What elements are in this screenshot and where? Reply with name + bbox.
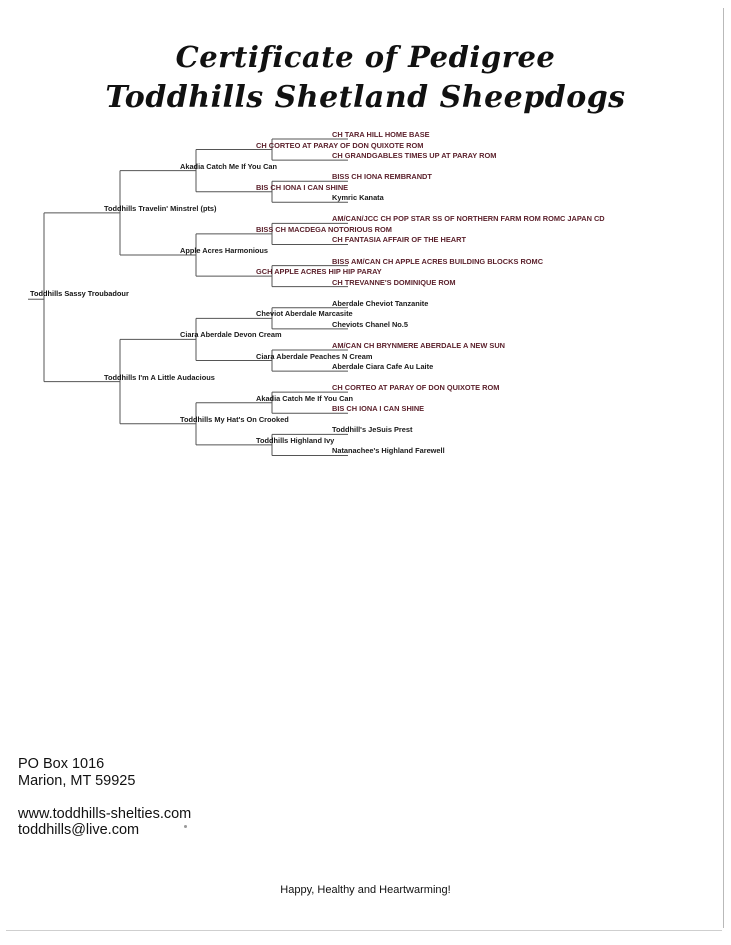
ancestor-root-sire-dam-sire-dam: CH FANTASIA AFFAIR OF THE HEART	[332, 235, 466, 245]
ancestor-root-sire-sire-sire-dam: CH GRANDGABLES TIMES UP AT PARAY ROM	[332, 151, 497, 161]
ancestor-root-sire-sire: Akadia Catch Me If You Can	[180, 161, 278, 171]
ancestor-root-dam-sire: Ciara Aberdale Devon Cream	[180, 330, 282, 340]
city-address: Marion, MT 59925	[18, 773, 136, 789]
page-border-bottom	[6, 930, 722, 931]
ancestor-root-dam-sire-dam-dam: Aberdale Ciara Cafe Au Laite	[332, 362, 434, 372]
footer-slogan: Happy, Healthy and Heartwarming!	[280, 884, 451, 896]
dog-name: Toddhills Sassy Troubadour	[30, 289, 129, 299]
ancestor-root-dam-sire-dam: Ciara Aberdale Peaches N Cream	[256, 351, 373, 361]
ancestor-root-sire-sire-sire-sire: CH TARA HILL HOME BASE	[332, 130, 430, 139]
ancestor-root-sire: Toddhills Travelin' Minstrel (pts)	[104, 203, 217, 213]
ancestor-root-dam: Toddhills I'm A Little Audacious	[104, 372, 215, 382]
ancestor-root-dam-dam-dam: Toddhills Highland Ivy	[256, 435, 335, 445]
ancestor-root-sire-sire-dam-sire: BISS CH IONA REMBRANDT	[332, 172, 432, 182]
ancestor-root-sire-dam-sire: BISS CH MACDEGA NOTORIOUS ROM	[256, 224, 392, 234]
ancestor-root-sire-sire-dam-dam: Kymric Kanata	[332, 193, 384, 203]
speck-mark	[184, 825, 187, 828]
ancestor-root-sire-dam-sire-sire: AM/CAN/JCC CH POP STAR SS OF NORTHERN FA…	[332, 214, 605, 224]
certificate-title: Certificate of Pedigree	[175, 40, 556, 74]
ancestor-root-sire-dam-dam: GCH APPLE ACRES HIP HIP PARAY	[256, 267, 382, 277]
ancestor-root-dam-sire-dam-sire: AM/CAN CH BRYNMERE ABERDALE A NEW SUN	[332, 340, 505, 350]
kennel-title: Toddhills Shetland Sheepdogs	[105, 80, 626, 115]
ancestor-root-sire-dam-dam-sire: BISS AM/CAN CH APPLE ACRES BUILDING BLOC…	[332, 256, 544, 266]
website-link[interactable]: www.toddhills-shelties.com	[18, 806, 192, 822]
ancestor-root-dam-dam-dam-dam: Natanachee's Highland Farewell	[332, 446, 445, 456]
ancestor-root-dam-dam-sire-dam: BIS CH IONA I CAN SHINE	[332, 404, 425, 414]
ancestor-root-dam-sire-sire: Cheviot Aberdale Marcasite	[256, 309, 353, 319]
ancestor-root-dam-sire-sire-sire: Aberdale Cheviot Tanzanite	[332, 298, 429, 308]
ancestor-root-dam-dam-dam-sire: Toddhill's JeSuis Prest	[332, 425, 413, 435]
ancestor-root-sire-dam: Apple Acres Harmonious	[180, 246, 269, 256]
po-box: PO Box 1016	[18, 756, 105, 772]
ancestor-root-dam-dam: Toddhills My Hat's On Crooked	[180, 414, 289, 424]
ancestor-root-sire-sire-sire: CH CORTEO AT PARAY OF DON QUIXOTE ROM	[256, 140, 424, 150]
page-border-right	[723, 8, 724, 928]
email-link[interactable]: toddhills@live.com	[18, 822, 140, 838]
ancestor-root-dam-sire-sire-dam: Cheviots Chanel No.5	[332, 319, 408, 329]
ancestor-root-sire-dam-dam-dam: CH TREVANNE'S DOMINIQUE ROM	[332, 277, 456, 287]
ancestor-root-dam-dam-sire: Akadia Catch Me If You Can	[256, 393, 354, 403]
ancestor-root-sire-sire-dam: BIS CH IONA I CAN SHINE	[256, 182, 349, 192]
ancestor-root-dam-dam-sire-sire: CH CORTEO AT PARAY OF DON QUIXOTE ROM	[332, 383, 500, 393]
